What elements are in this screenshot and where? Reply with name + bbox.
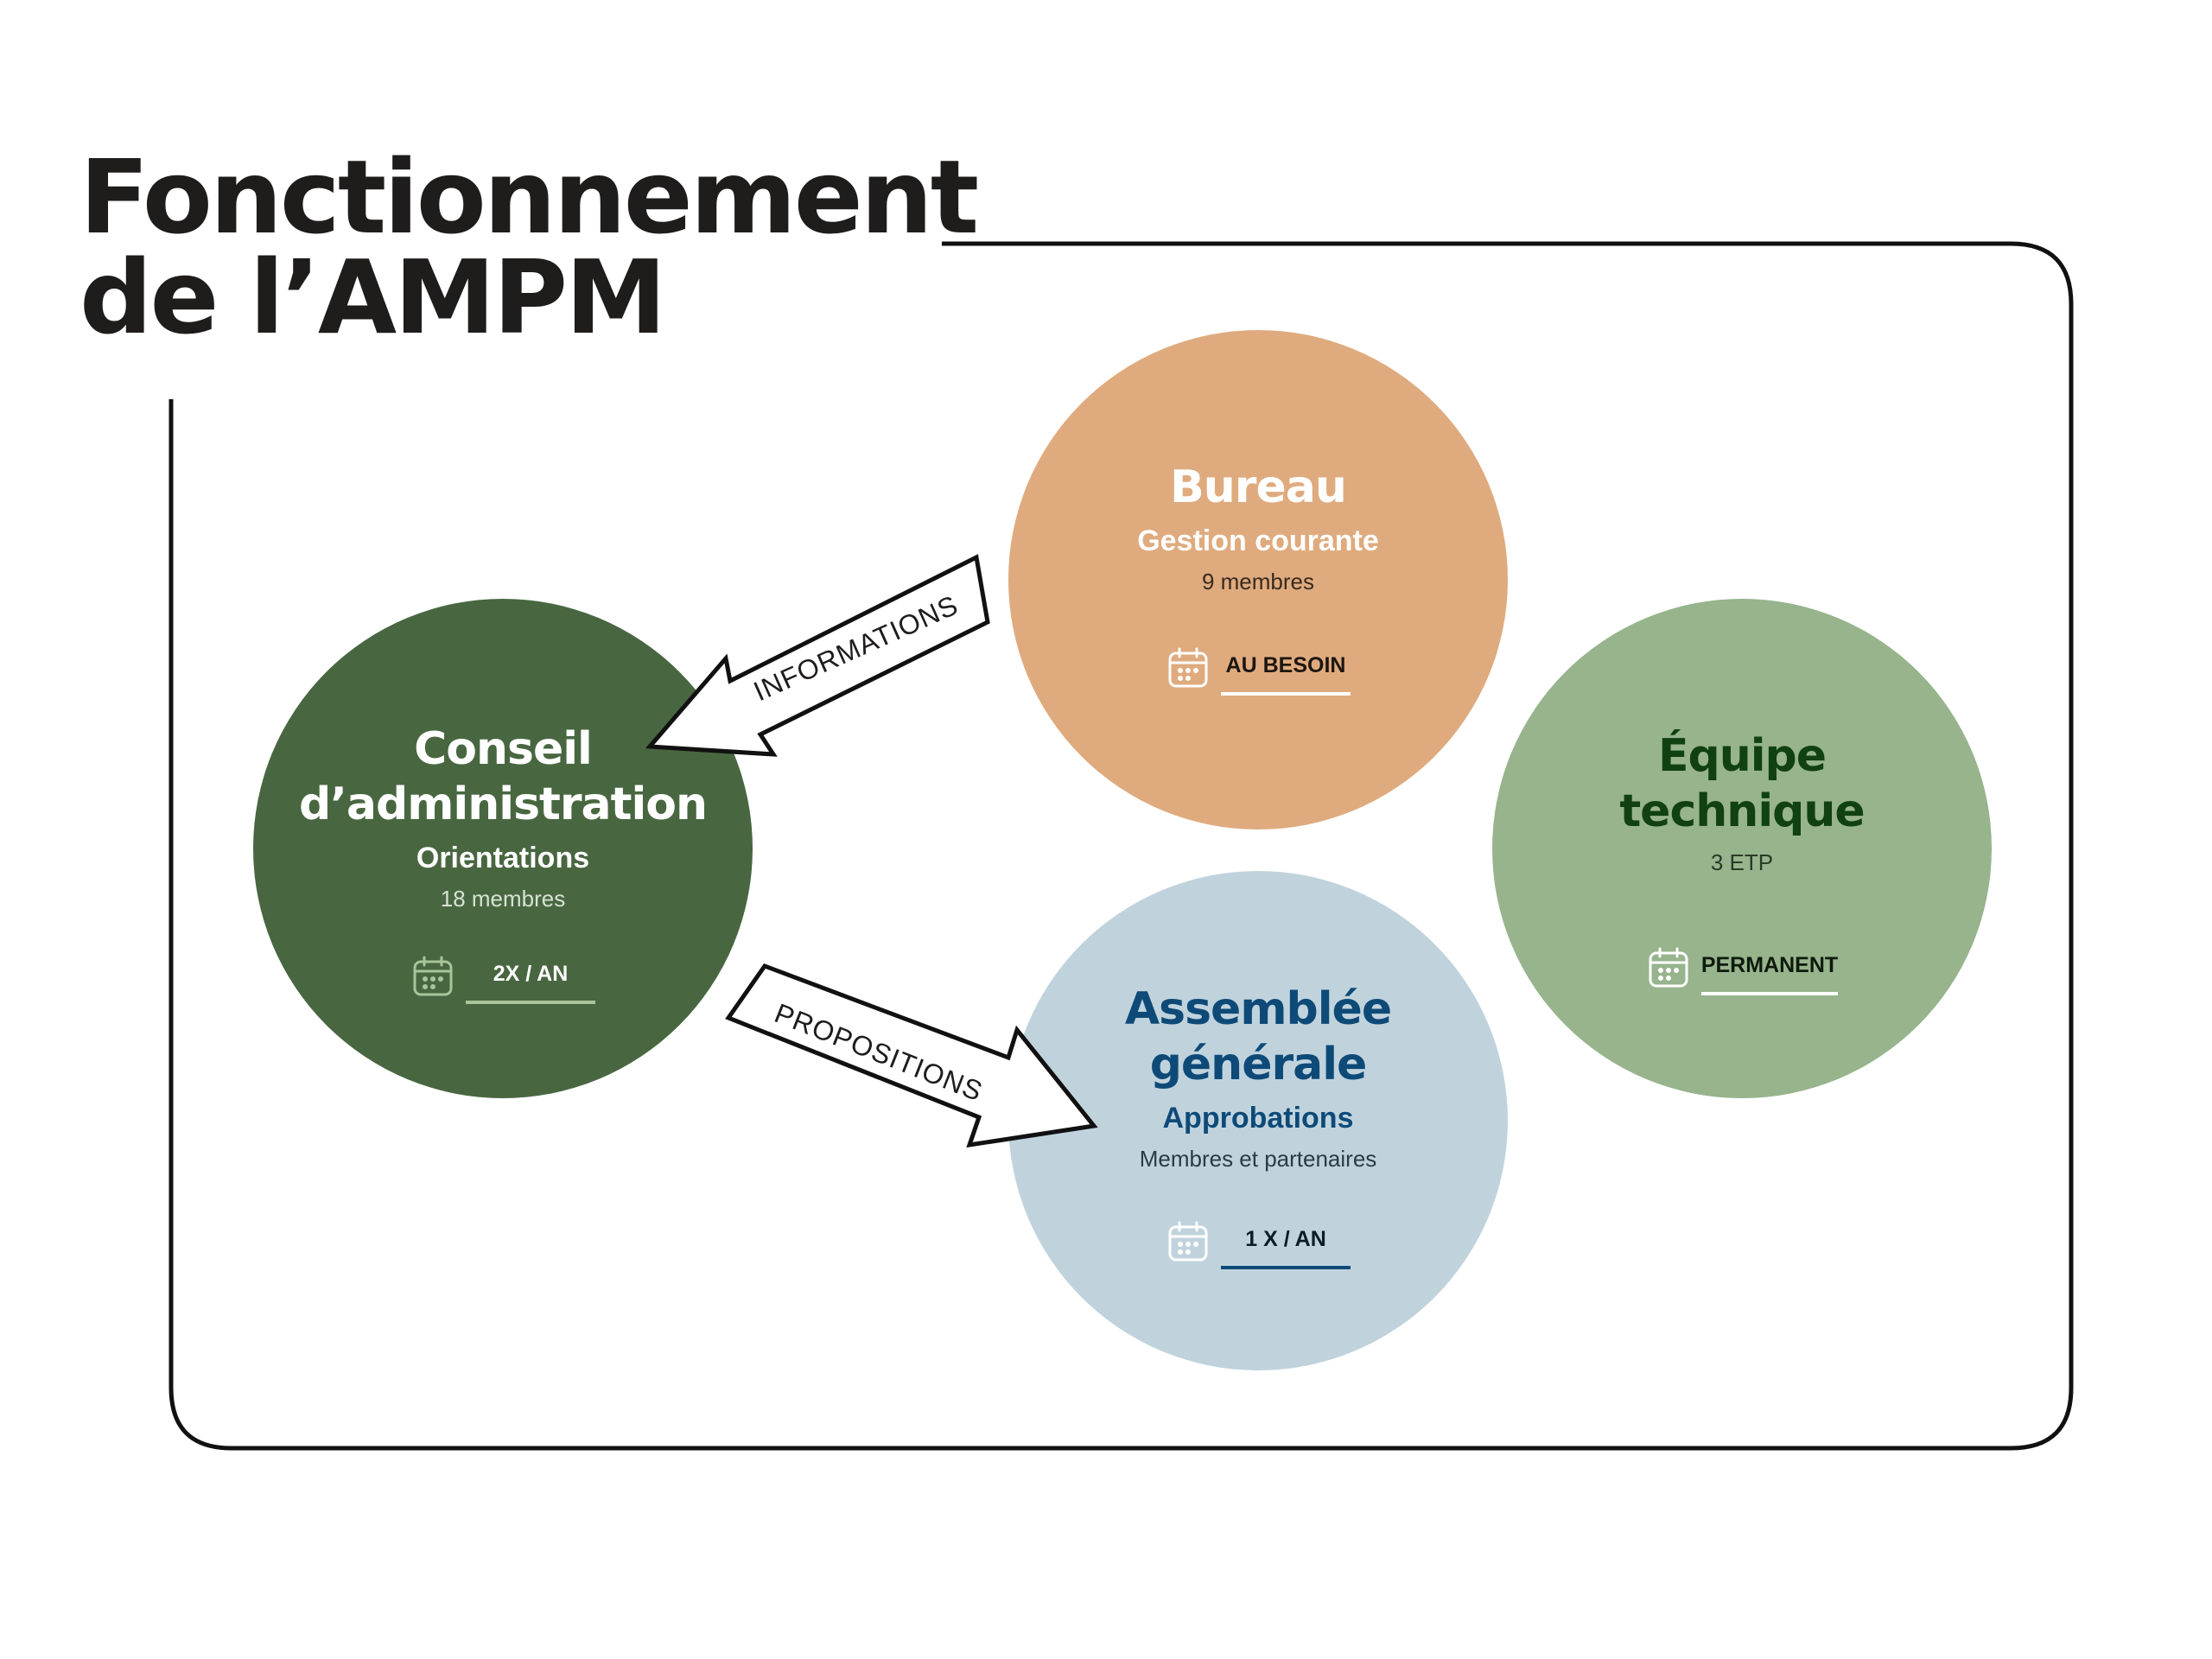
equipe-frequency-label: PERMANENT — [1700, 953, 1839, 995]
conseil-node: Conseil d’administration Orientations 18… — [253, 599, 753, 1098]
assemblee-name: Assemblée générale — [1008, 982, 1508, 1092]
title-line-2: de l’AMPM — [79, 238, 667, 357]
conseil-name-line-2: d’administration — [298, 779, 708, 830]
assemblee-name-line-1: Assemblée — [1124, 983, 1392, 1035]
equipe-frequency: PERMANENT — [1646, 939, 1839, 995]
calendar-icon — [413, 956, 453, 995]
bureau-node: Bureau Gestion courante 9 membres AU BES… — [1008, 330, 1508, 830]
equipe-name: Équipe technique — [1492, 728, 1992, 839]
calendar-icon — [1168, 647, 1208, 687]
bureau-frequency-label: AU BESOIN — [1221, 653, 1351, 696]
conseil-name-line-1: Conseil — [414, 723, 593, 775]
assemblee-role: Approbations — [1162, 1102, 1354, 1135]
equipe-node: Équipe technique 3 ETP PERMANENT — [1492, 599, 1992, 1098]
bureau-members: 9 membres — [1201, 569, 1315, 594]
conseil-frequency-label: 2X / AN — [466, 962, 595, 1004]
equipe-members: 3 ETP — [1710, 849, 1774, 875]
propositions-arrow: PROPOSITIONS — [725, 963, 1098, 1148]
conseil-members: 18 membres — [440, 886, 566, 912]
informations-arrow: INFORMATIONS — [645, 554, 990, 757]
bureau-name: Bureau — [1170, 461, 1347, 513]
conseil-frequency: 2X / AN — [410, 948, 595, 1004]
conseil-role: Orientations — [416, 842, 590, 874]
bureau-frequency: AU BESOIN — [1166, 639, 1351, 696]
title-line-1: Fonctionnement — [79, 137, 979, 257]
calendar-icon — [1168, 1221, 1208, 1261]
assemblee-frequency-label: 1 X / AN — [1221, 1227, 1351, 1269]
equipe-name-line-2: technique — [1619, 785, 1865, 837]
conseil-name: Conseil d’administration — [253, 721, 753, 832]
bureau-role: Gestion courante — [1137, 524, 1379, 557]
assemblee-members: Membres et partenaires — [1139, 1146, 1377, 1172]
assemblee-frequency: 1 X / AN — [1166, 1213, 1351, 1269]
assemblee-name-line-2: générale — [1149, 1039, 1368, 1090]
page-title: Fonctionnement de l’AMPM — [79, 137, 979, 357]
equipe-name-line-1: Équipe — [1657, 730, 1827, 782]
assemblee-node: Assemblée générale Approbations Membres … — [1008, 871, 1508, 1370]
calendar-icon — [1649, 947, 1688, 987]
